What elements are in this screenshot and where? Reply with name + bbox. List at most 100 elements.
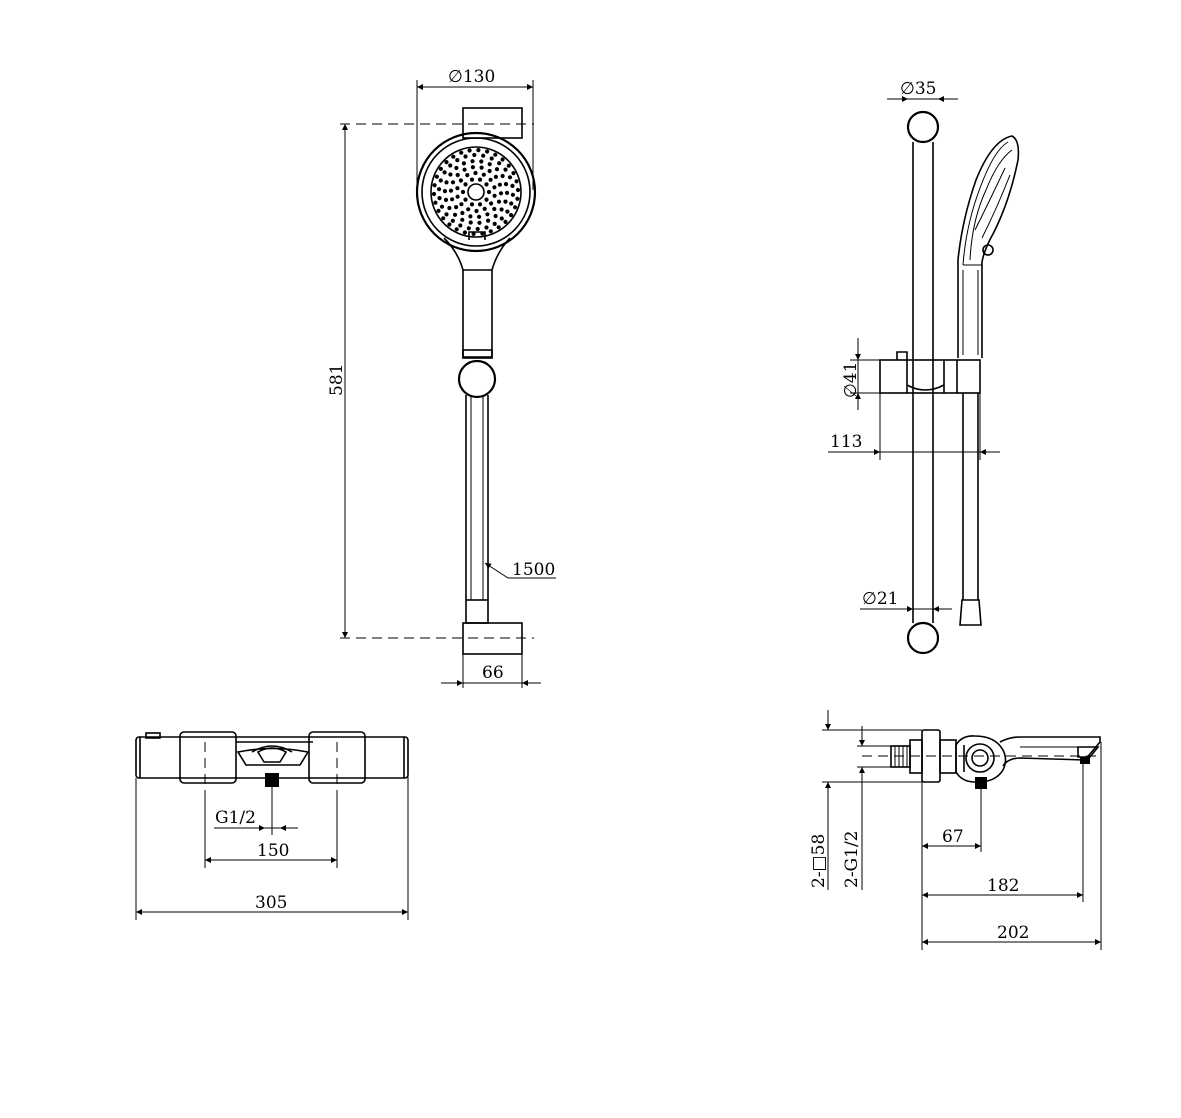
nozzle-dot: [509, 213, 514, 218]
nozzle-dot: [492, 221, 497, 226]
dim-total-height: 581: [327, 364, 347, 396]
diameter-symbol: ∅: [448, 67, 463, 87]
nozzle-dot: [437, 187, 442, 192]
mixer-spout: [999, 736, 1101, 767]
svg-text:∅35: ∅35: [900, 79, 936, 99]
nozzle-dot: [493, 174, 498, 179]
nozzle-dot: [460, 210, 465, 216]
nozzle-dot: [468, 220, 473, 225]
nozzle-dot: [436, 208, 441, 213]
nozzle-dot: [487, 168, 492, 174]
nozzle-dot: [499, 207, 504, 212]
nozzle-dot: [434, 174, 439, 179]
nozzle-dot: [455, 186, 460, 191]
nozzle-dot: [469, 202, 475, 207]
nozzle-dot: [472, 152, 477, 158]
nozzle-dot: [488, 229, 493, 234]
nozzle-dot: [433, 200, 438, 205]
nozzle-dot: [489, 156, 494, 161]
dim-hose-length: 1500: [512, 560, 555, 580]
dim-rail-bottom-diameter: 21: [877, 589, 899, 609]
dim-holder-projection: 113: [830, 432, 862, 452]
nozzle-dot: [448, 172, 453, 177]
rail-top-cap: [906, 110, 940, 144]
hose-ring: [457, 359, 497, 399]
svg-text:∅130: ∅130: [448, 67, 495, 87]
nozzle-dot: [460, 189, 466, 195]
nozzle-dot: [444, 212, 449, 217]
nozzle-dot: [496, 199, 502, 204]
spray-nozzles: [431, 148, 521, 236]
nozzle-dot: [463, 182, 468, 187]
nozzle-dot: [477, 177, 483, 182]
nozzle-dot: [503, 167, 508, 172]
nozzle-dot: [442, 170, 447, 175]
nozzle-dot: [481, 153, 486, 158]
nozzle-dot: [503, 182, 509, 187]
diameter-symbol: ∅: [900, 79, 915, 99]
nozzle-dot: [455, 194, 460, 199]
nozzle-dot: [515, 187, 521, 193]
nozzle-dot: [442, 189, 448, 194]
nozzle-dot: [492, 185, 497, 190]
hand-shower-front-view: ∅130 581 1500 66: [327, 67, 556, 688]
nozzle-dot: [497, 161, 502, 166]
slide-rail-side-view: ∅35 ∅41 113 ∅21: [828, 79, 1020, 655]
nozzle-dot: [454, 165, 459, 171]
nozzle-dot: [431, 191, 437, 197]
nozzle-dot: [448, 188, 454, 193]
spray-face: [430, 146, 522, 238]
dim-rail-diameter: 35: [915, 79, 937, 99]
nozzle-dot: [475, 226, 480, 232]
nozzle-dot: [444, 180, 449, 185]
rail-bottom-cap: [906, 621, 940, 655]
nozzle-dot: [500, 173, 505, 179]
nozzle-dot: [492, 206, 497, 212]
nozzle-dot: [492, 193, 497, 198]
nozzle-dot: [503, 219, 508, 224]
mixer-body: [135, 736, 409, 779]
nozzle-dot: [466, 226, 471, 231]
nozzle-dot: [496, 225, 501, 230]
nozzle-dot: [455, 158, 460, 163]
nozzle-dot: [463, 197, 468, 202]
nozzle-dot: [513, 205, 518, 210]
nozzle-dot: [452, 212, 458, 217]
nozzle-dot: [462, 167, 467, 172]
nozzle-dot: [484, 225, 489, 230]
nozzle-dot: [477, 214, 482, 219]
dim-head-diameter: 130: [463, 67, 495, 87]
nozzle-dot: [477, 220, 482, 225]
nozzle-dot: [466, 207, 471, 212]
nozzle-dot: [514, 179, 519, 184]
nozzle-dot: [461, 161, 466, 166]
nozzle-dot: [467, 148, 472, 153]
nozzle-dot: [468, 214, 473, 219]
nozzle-dot: [447, 222, 452, 227]
nozzle-dot: [497, 182, 502, 187]
nozzle-dot: [450, 218, 455, 223]
nozzle-dot: [500, 157, 505, 162]
diameter-symbol: ∅: [841, 383, 861, 398]
mixer-outlet[interactable]: [265, 773, 279, 787]
nozzle-dot: [484, 182, 489, 187]
dim-mixer-inlet-thread: G1/2: [215, 808, 256, 828]
nozzle-dot: [437, 196, 442, 201]
dim-overall-depth: 202: [997, 923, 1029, 943]
nozzle-dot: [448, 163, 453, 168]
nozzle-dot: [450, 180, 456, 185]
nozzle-dot: [441, 216, 446, 221]
nozzle-dot: [506, 163, 511, 168]
nozzle-dot: [454, 227, 459, 232]
nozzle-dot: [438, 166, 443, 171]
nozzle-dot: [498, 191, 504, 196]
dim-mixer-length: 305: [255, 893, 287, 913]
nozzle-dot: [511, 171, 516, 176]
nozzle-dot: [504, 190, 510, 195]
left-handle: [179, 731, 237, 784]
nozzle-dot: [444, 160, 449, 165]
nozzle-dot: [509, 201, 514, 206]
dim-holder-diameter: 41: [841, 362, 861, 384]
dim-mixer-center-distance: 150: [257, 841, 289, 861]
